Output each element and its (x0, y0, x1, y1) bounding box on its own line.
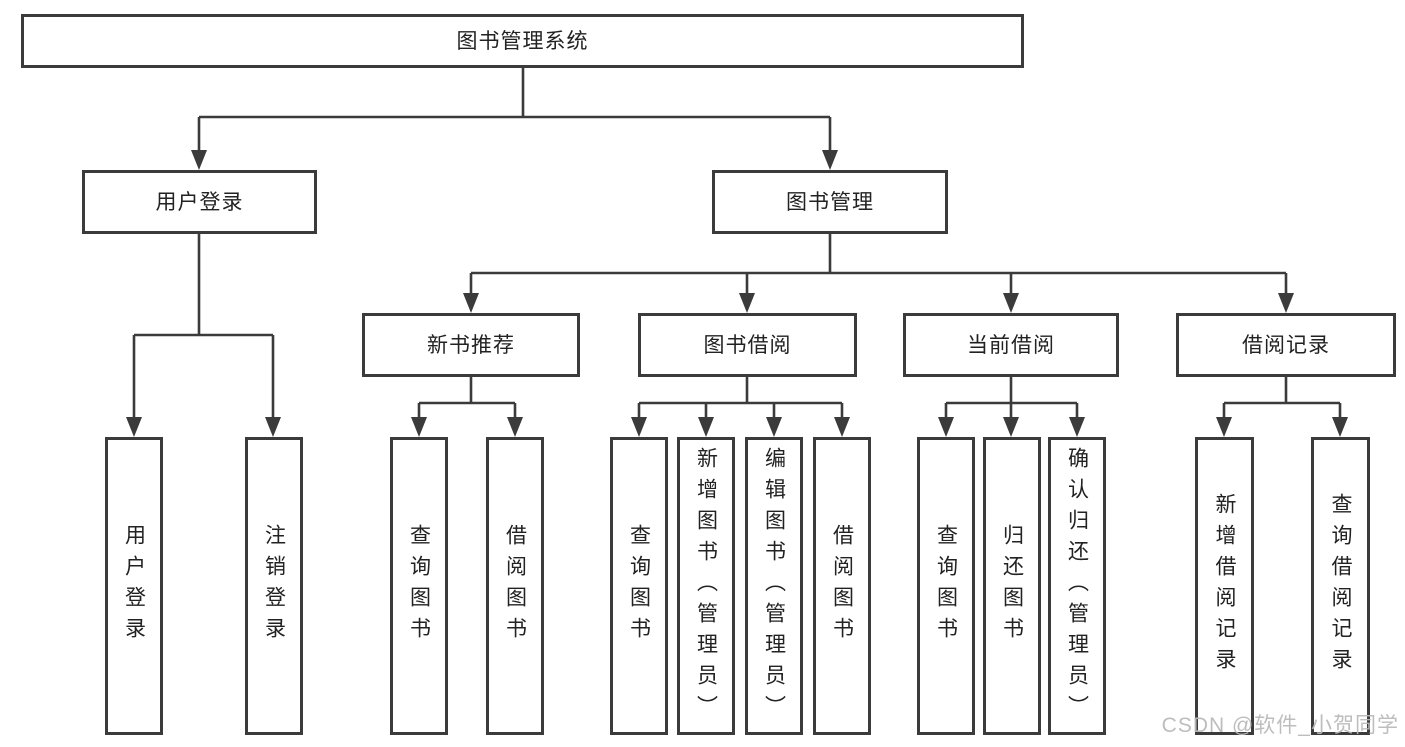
leaf-user-login: 用户登录 (105, 437, 163, 735)
leaf-label: 查询图书 (934, 524, 958, 648)
leaf-query-books: 查询图书 (390, 437, 448, 735)
node-current-borrowing: 当前借阅 (903, 313, 1119, 377)
leaf-label: 查询图书 (407, 524, 431, 648)
node-book-management: 图书管理 (712, 170, 948, 234)
leaf-label: 注销登录 (262, 524, 286, 648)
node-library-management-system: 图书管理系统 (21, 14, 1024, 68)
node-book-borrowing: 图书借阅 (638, 313, 857, 377)
leaf-label: 新增图书（管理员） (694, 446, 718, 726)
node-label: 当前借阅 (967, 333, 1055, 357)
leaf-label: 归还图书 (1000, 524, 1024, 648)
leaf-borrow-books: 借阅图书 (486, 437, 544, 735)
leaf-query-books: 查询图书 (917, 437, 975, 735)
leaf-label: 查询图书 (627, 524, 651, 648)
csdn-watermark: CSDN @软件_小贺同学 (1161, 714, 1399, 737)
node-label: 用户登录 (155, 190, 244, 214)
leaf-query-borrow-record: 查询借阅记录 (1311, 437, 1370, 735)
leaf-add-books-admin: 新增图书（管理员） (677, 437, 735, 735)
leaf-label: 查询借阅记录 (1329, 493, 1352, 679)
node-label: 借阅记录 (1242, 333, 1330, 357)
leaf-add-borrow-record: 新增借阅记录 (1195, 437, 1254, 735)
arrowheads (126, 150, 1348, 437)
leaf-label: 编辑图书（管理员） (762, 446, 786, 726)
leaf-return-books: 归还图书 (983, 437, 1041, 735)
leaf-label: 新增借阅记录 (1213, 493, 1236, 679)
leaf-query-books: 查询图书 (610, 437, 668, 735)
leaf-edit-books-admin: 编辑图书（管理员） (745, 437, 803, 735)
leaf-label: 用户登录 (122, 524, 146, 648)
node-user-login: 用户登录 (82, 170, 317, 234)
node-label: 图书借阅 (703, 333, 792, 357)
node-label: 图书管理 (786, 190, 874, 214)
node-borrowing-records: 借阅记录 (1176, 313, 1396, 377)
node-new-book-recommendation: 新书推荐 (362, 313, 580, 377)
leaf-label: 借阅图书 (830, 524, 854, 648)
node-label: 图书管理系统 (456, 29, 589, 53)
leaf-label: 确认归还（管理员） (1065, 446, 1089, 726)
leaf-confirm-return-admin: 确认归还（管理员） (1048, 437, 1106, 735)
leaf-logout: 注销登录 (245, 437, 303, 735)
node-label: 新书推荐 (427, 333, 515, 357)
leaf-borrow-books: 借阅图书 (813, 437, 871, 735)
leaf-label: 借阅图书 (503, 524, 527, 648)
